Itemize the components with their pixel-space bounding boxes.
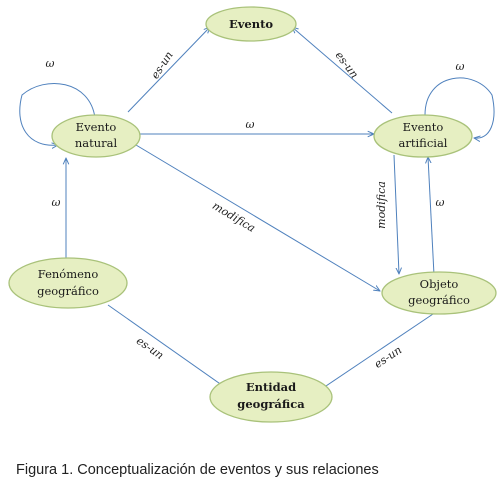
edge-natural-self-loop (19, 82, 96, 145)
edge-objeto-omega-artificial (428, 157, 435, 276)
label-natural-omega-artificial: ω (246, 118, 255, 131)
label-natural-es-un-evento: es-un (148, 49, 175, 81)
label-artificial-self-loop: ω (456, 60, 465, 73)
node-evento: Evento (205, 6, 297, 42)
figure-caption: Figura 1. Conceptualización de eventos y… (16, 462, 379, 478)
label-objeto-omega-artificial: ω (436, 196, 445, 209)
node-evento-artificial-line-2: artificial (399, 136, 448, 150)
label-artificial-es-un-evento: es-un (333, 49, 361, 81)
node-evento-artificial: Evento artificial (373, 114, 473, 158)
label-fenomeno-omega-natural: ω (52, 196, 61, 209)
node-entidad-geografica: Entidad geográfica (209, 371, 333, 423)
node-entidad-line-1: Entidad (246, 380, 296, 394)
node-evento-line-1: Evento (229, 17, 273, 31)
node-fenomeno-line-1: Fenómeno (38, 267, 99, 281)
node-evento-natural-line-1: Evento (76, 120, 117, 134)
edge-natural-modifica-objeto (135, 144, 380, 291)
edge-artificial-self-loop (424, 77, 495, 138)
label-objeto-es-un-entidad: es-un (372, 343, 404, 371)
edge-objeto-es-un-entidad (320, 311, 437, 390)
node-objeto-geografico: Objeto geográfico (381, 271, 497, 315)
node-evento-natural: Evento natural (51, 114, 141, 158)
edge-natural-es-un-evento (127, 27, 210, 113)
node-objeto-line-2: geográfico (408, 293, 470, 307)
label-natural-modifica-objeto: modifica (210, 199, 258, 235)
edge-artificial-modifica-objeto (393, 154, 399, 274)
label-fenomeno-es-un-entidad: es-un (134, 334, 166, 362)
edge-artificial-es-un-evento (292, 27, 393, 114)
node-objeto-line-1: Objeto (420, 277, 459, 291)
node-evento-artificial-line-1: Evento (403, 120, 444, 134)
node-fenomeno-line-2: geográfico (37, 284, 99, 298)
label-artificial-modifica-objeto: modifica (375, 181, 388, 229)
edge-fenomeno-es-un-entidad (107, 304, 226, 388)
label-natural-self-loop: ω (46, 57, 55, 70)
node-evento-natural-line-2: natural (75, 136, 118, 150)
node-entidad-line-2: geográfica (237, 397, 305, 411)
node-fenomeno-geografico: Fenómeno geográfico (8, 257, 128, 309)
